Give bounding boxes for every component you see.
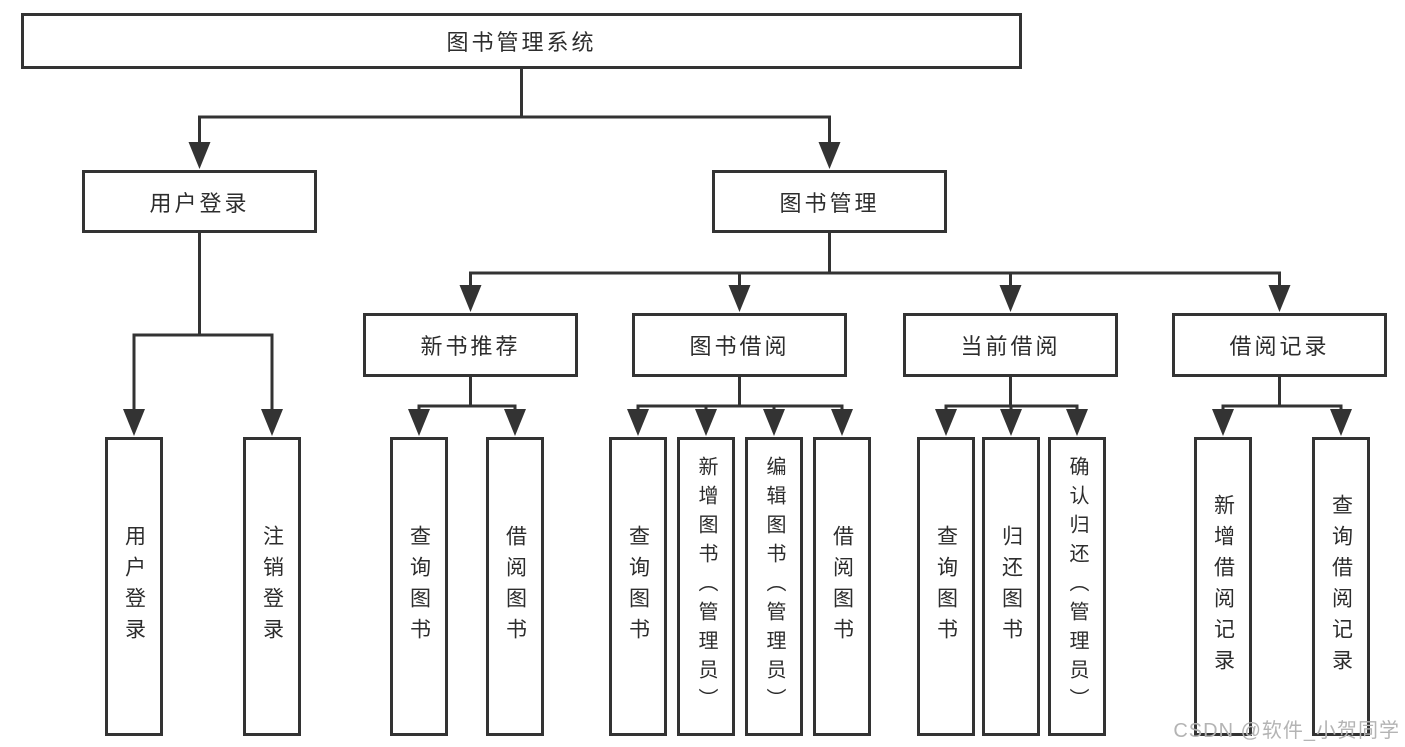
leaf-user-login: 用户登录 [105, 437, 163, 736]
leaf-query-borrow-record: 查询借阅记录 [1312, 437, 1370, 736]
leaf-label: 查询图书 [934, 524, 958, 649]
leaf-label: 借阅图书 [503, 524, 527, 649]
arrowhead [408, 409, 430, 436]
leaf-edit-books-admin: 编辑图书（管理员） [745, 437, 803, 736]
leaf-query-books-1: 查询图书 [390, 437, 448, 736]
arrowhead [504, 409, 526, 436]
arrowhead [1330, 409, 1352, 436]
connector-borrow-to-children [636, 377, 844, 413]
leaf-add-borrow-record: 新增借阅记录 [1194, 437, 1252, 736]
node-new-book-recommend: 新书推荐 [363, 313, 578, 377]
leaf-label: 查询图书 [407, 524, 431, 649]
connector-records-to-children [1221, 377, 1343, 413]
connector-current-to-children [944, 377, 1079, 413]
leaf-label: 编辑图书（管理员） [763, 456, 785, 717]
leaf-label: 查询图书 [626, 524, 650, 649]
arrowhead [763, 409, 785, 436]
csdn-watermark: CSDN @软件_小贺同学 [1173, 720, 1400, 742]
arrowhead [818, 142, 841, 169]
leaf-label: 归还图书 [999, 524, 1023, 649]
leaf-confirm-return-admin: 确认归还（管理员） [1048, 437, 1106, 736]
arrowhead [999, 285, 1022, 312]
leaf-borrow-books-1: 借阅图书 [486, 437, 544, 736]
leaf-borrow-books-2: 借阅图书 [813, 437, 871, 736]
leaf-label: 确认归还（管理员） [1066, 456, 1088, 717]
arrowhead [627, 409, 649, 436]
arrowhead [123, 409, 145, 436]
arrowheads [123, 142, 1352, 436]
leaf-label: 查询借阅记录 [1329, 493, 1353, 680]
arrowhead [695, 409, 717, 436]
connector-root-to-level2 [198, 69, 831, 146]
arrowhead [261, 409, 283, 436]
leaf-label: 用户登录 [122, 524, 146, 649]
leaf-query-books-2: 查询图书 [609, 437, 667, 736]
arrowhead [935, 409, 957, 436]
connector-mgmt-to-level3 [469, 233, 1281, 289]
leaf-query-books-3: 查询图书 [917, 437, 975, 736]
node-current-borrow: 当前借阅 [903, 313, 1118, 377]
node-book-borrow: 图书借阅 [632, 313, 847, 377]
leaf-label: 新增借阅记录 [1211, 493, 1235, 680]
arrowhead [1000, 409, 1022, 436]
arrowhead [188, 142, 211, 169]
leaf-label: 新增图书（管理员） [695, 456, 717, 717]
connector-recommend-to-children [417, 377, 517, 413]
node-book-management: 图书管理 [712, 170, 947, 233]
arrowhead [459, 285, 482, 312]
node-borrow-records: 借阅记录 [1172, 313, 1387, 377]
leaf-label: 注销登录 [260, 524, 284, 649]
arrowhead [1268, 285, 1291, 312]
leaf-logout: 注销登录 [243, 437, 301, 736]
leaf-return-books: 归还图书 [982, 437, 1040, 736]
leaf-add-books-admin: 新增图书（管理员） [677, 437, 735, 736]
leaf-label: 借阅图书 [830, 524, 854, 649]
connector-login-to-children [132, 233, 274, 413]
arrowhead [831, 409, 853, 436]
arrowhead [728, 285, 751, 312]
node-root-library-system: 图书管理系统 [21, 13, 1022, 69]
arrowhead [1066, 409, 1088, 436]
node-user-login: 用户登录 [82, 170, 317, 233]
arrowhead [1212, 409, 1234, 436]
